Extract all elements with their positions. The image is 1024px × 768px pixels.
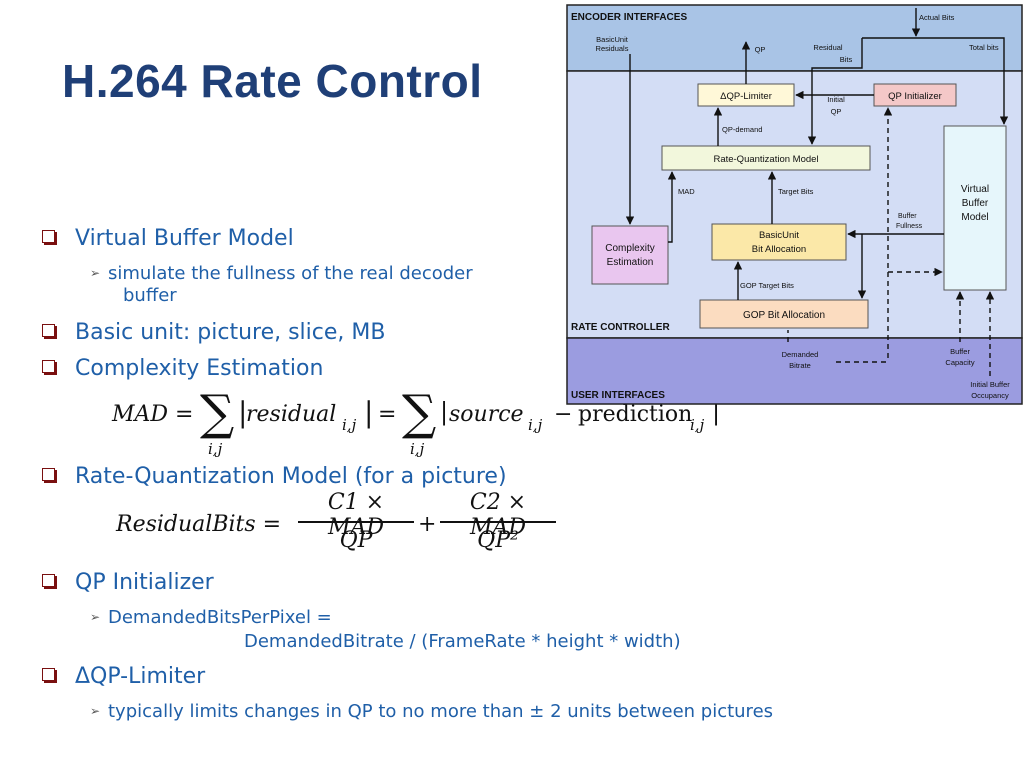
square-bullet-icon [42, 360, 55, 373]
equals-sign: = [378, 402, 397, 427]
bullet-virtual-buffer-model: Virtual Buffer Model [42, 226, 294, 251]
abs-bar: | [712, 398, 721, 426]
mad-label: MAD [678, 187, 695, 196]
sum-subscript: i,j [410, 440, 425, 458]
gop-bit-allocation-box [699, 299, 869, 329]
demanded-bitrate-label-1: Demanded [782, 350, 819, 359]
virtual-buffer-model-box [943, 125, 1007, 291]
bullet-basic-unit: Basic unit: picture, slice, MB [42, 320, 385, 345]
virtual-buffer-text-1: Virtual [961, 184, 989, 195]
buffer-capacity-label-1: Buffer [950, 347, 970, 356]
minus-sign: − [554, 402, 573, 427]
bullet-text: Rate-Quantization Model (for a picture) [75, 464, 507, 489]
square-bullet-icon [42, 230, 55, 243]
bullet-text: Basic unit: picture, slice, MB [75, 320, 386, 345]
sub-bullet-text: typically limits changes in QP to no mor… [108, 701, 774, 722]
qp-demand-label: QP-demand [722, 125, 762, 134]
square-bullet-icon [42, 668, 55, 681]
arrow-bullet-icon: ➢ [90, 704, 101, 718]
square-bullet-icon [42, 324, 55, 337]
basicunit-residuals-label-1: BasicUnit [596, 35, 629, 44]
diagram-arrows [625, 8, 1009, 300]
prediction-term: prediction [578, 402, 693, 427]
virtual-buffer-text-3: Model [961, 212, 988, 223]
rate-controller-label: RATE CONTROLLER [571, 322, 670, 333]
actual-bits-label: Actual Bits [919, 13, 955, 22]
total-bits-label: Total bits [969, 43, 999, 52]
sum-symbol: ∑ [200, 385, 235, 441]
bullet-text: Virtual Buffer Model [75, 226, 294, 251]
rq-model-box [661, 145, 871, 171]
buffer-fullness-label-2: Fullness [896, 223, 923, 230]
bullet-qp-initializer: QP Initializer [42, 570, 214, 595]
bullet-dqp-limiter: ΔQP-Limiter [42, 664, 205, 689]
buffer-fullness-label-1: Buffer [898, 213, 917, 220]
residual-bits-label-1: Residual [813, 43, 843, 52]
slide-title: H.264 Rate Control [62, 55, 483, 107]
basicunit-bit-allocation-box [711, 223, 847, 261]
bullet-text: ΔQP-Limiter [75, 664, 206, 689]
rb-denominator-2: QP² [477, 528, 519, 553]
demanded-bitrate-label-2: Bitrate [789, 361, 811, 370]
sum-subscript: i,j [208, 440, 223, 458]
user-interfaces-label: USER INTERFACES [571, 390, 665, 401]
initial-qp-label-2: QP [831, 107, 842, 116]
arrow-bullet-icon: ➢ [90, 266, 101, 280]
rb-denominator-1: QP [339, 528, 373, 553]
abs-bar: | [238, 396, 248, 429]
initial-qp-label-1: Initial [827, 95, 845, 104]
encoder-interfaces-label: ENCODER INTERFACES [571, 12, 687, 23]
rb-numerator-1: C1 × MAD [327, 490, 385, 540]
qp-initializer-text: QP Initializer [888, 91, 942, 102]
dqp-limiter-text: ΔQP-Limiter [720, 91, 772, 102]
qp-output-label: QP [755, 45, 766, 54]
sub-bullet-demanded-bits: ➢ DemandedBitsPerPixel = [90, 606, 332, 629]
rb-lhs: ResidualBits = [116, 512, 282, 537]
prediction-subscript: i,j [690, 416, 705, 434]
sub-bullet-text-cont: buffer [123, 285, 177, 306]
bullet-rate-quantization: Rate-Quantization Model (for a picture) [42, 464, 507, 489]
gop-target-bits-label: GOP Target Bits [740, 281, 794, 290]
initial-buffer-label-2: Occupancy [971, 391, 1009, 400]
sub-bullet-limits: ➢ typically limits changes in QP to no mo… [90, 700, 773, 723]
sub-bullet-text: simulate the fullness of the real decode… [108, 263, 473, 284]
basicunit-residuals-label-2: Residuals [596, 44, 629, 53]
sub-bullet-text: DemandedBitsPerPixel = [108, 607, 332, 628]
complexity-estimation-box [591, 225, 669, 285]
fraction-bar [440, 521, 556, 523]
source-subscript: i,j [528, 416, 543, 434]
user-interfaces-region [566, 337, 1023, 405]
sub-bullet-text-cont: DemandedBitrate / (FrameRate * height * … [244, 631, 681, 652]
square-bullet-icon [42, 574, 55, 587]
mad-lhs: MAD = [112, 402, 194, 427]
source-term: source [449, 402, 524, 427]
diagram-dashed-arrows [787, 107, 995, 376]
residual-bits-label-2: Bits [840, 55, 853, 64]
square-bullet-icon [42, 468, 55, 481]
rb-numerator-2: C2 × MAD [469, 490, 527, 540]
gop-bit-allocation-text: GOP Bit Allocation [743, 310, 825, 321]
plus-sign: + [418, 512, 437, 537]
complexity-text-1: Complexity [605, 243, 654, 254]
basicunit-text-1: BasicUnit [759, 230, 799, 241]
target-bits-label: Target Bits [778, 187, 814, 196]
arrow-bullet-icon: ➢ [90, 610, 101, 624]
residual-term: residual [246, 402, 337, 427]
buffer-capacity-label-2: Capacity [945, 358, 974, 367]
sum-symbol: ∑ [402, 385, 437, 441]
initial-buffer-label-1: Initial Buffer [970, 380, 1010, 389]
rate-control-diagram: ENCODER INTERFACES RATE CONTROLLER USER … [566, 4, 1023, 405]
rq-model-text: Rate-Quantization Model [713, 154, 818, 165]
residual-subscript: i,j [342, 416, 357, 434]
complexity-text-2: Estimation [607, 257, 654, 268]
bullet-text: Complexity Estimation [75, 356, 324, 381]
abs-bar: | [364, 396, 374, 429]
virtual-buffer-text-2: Buffer [962, 198, 989, 209]
sub-bullet-simulate: ➢ simulate the fullness of the real decod… [90, 262, 473, 307]
abs-bar: | [440, 398, 449, 426]
bullet-text: QP Initializer [75, 570, 214, 595]
fraction-bar [298, 521, 414, 523]
basicunit-text-2: Bit Allocation [752, 244, 806, 255]
bullet-complexity-estimation: Complexity Estimation [42, 356, 323, 381]
